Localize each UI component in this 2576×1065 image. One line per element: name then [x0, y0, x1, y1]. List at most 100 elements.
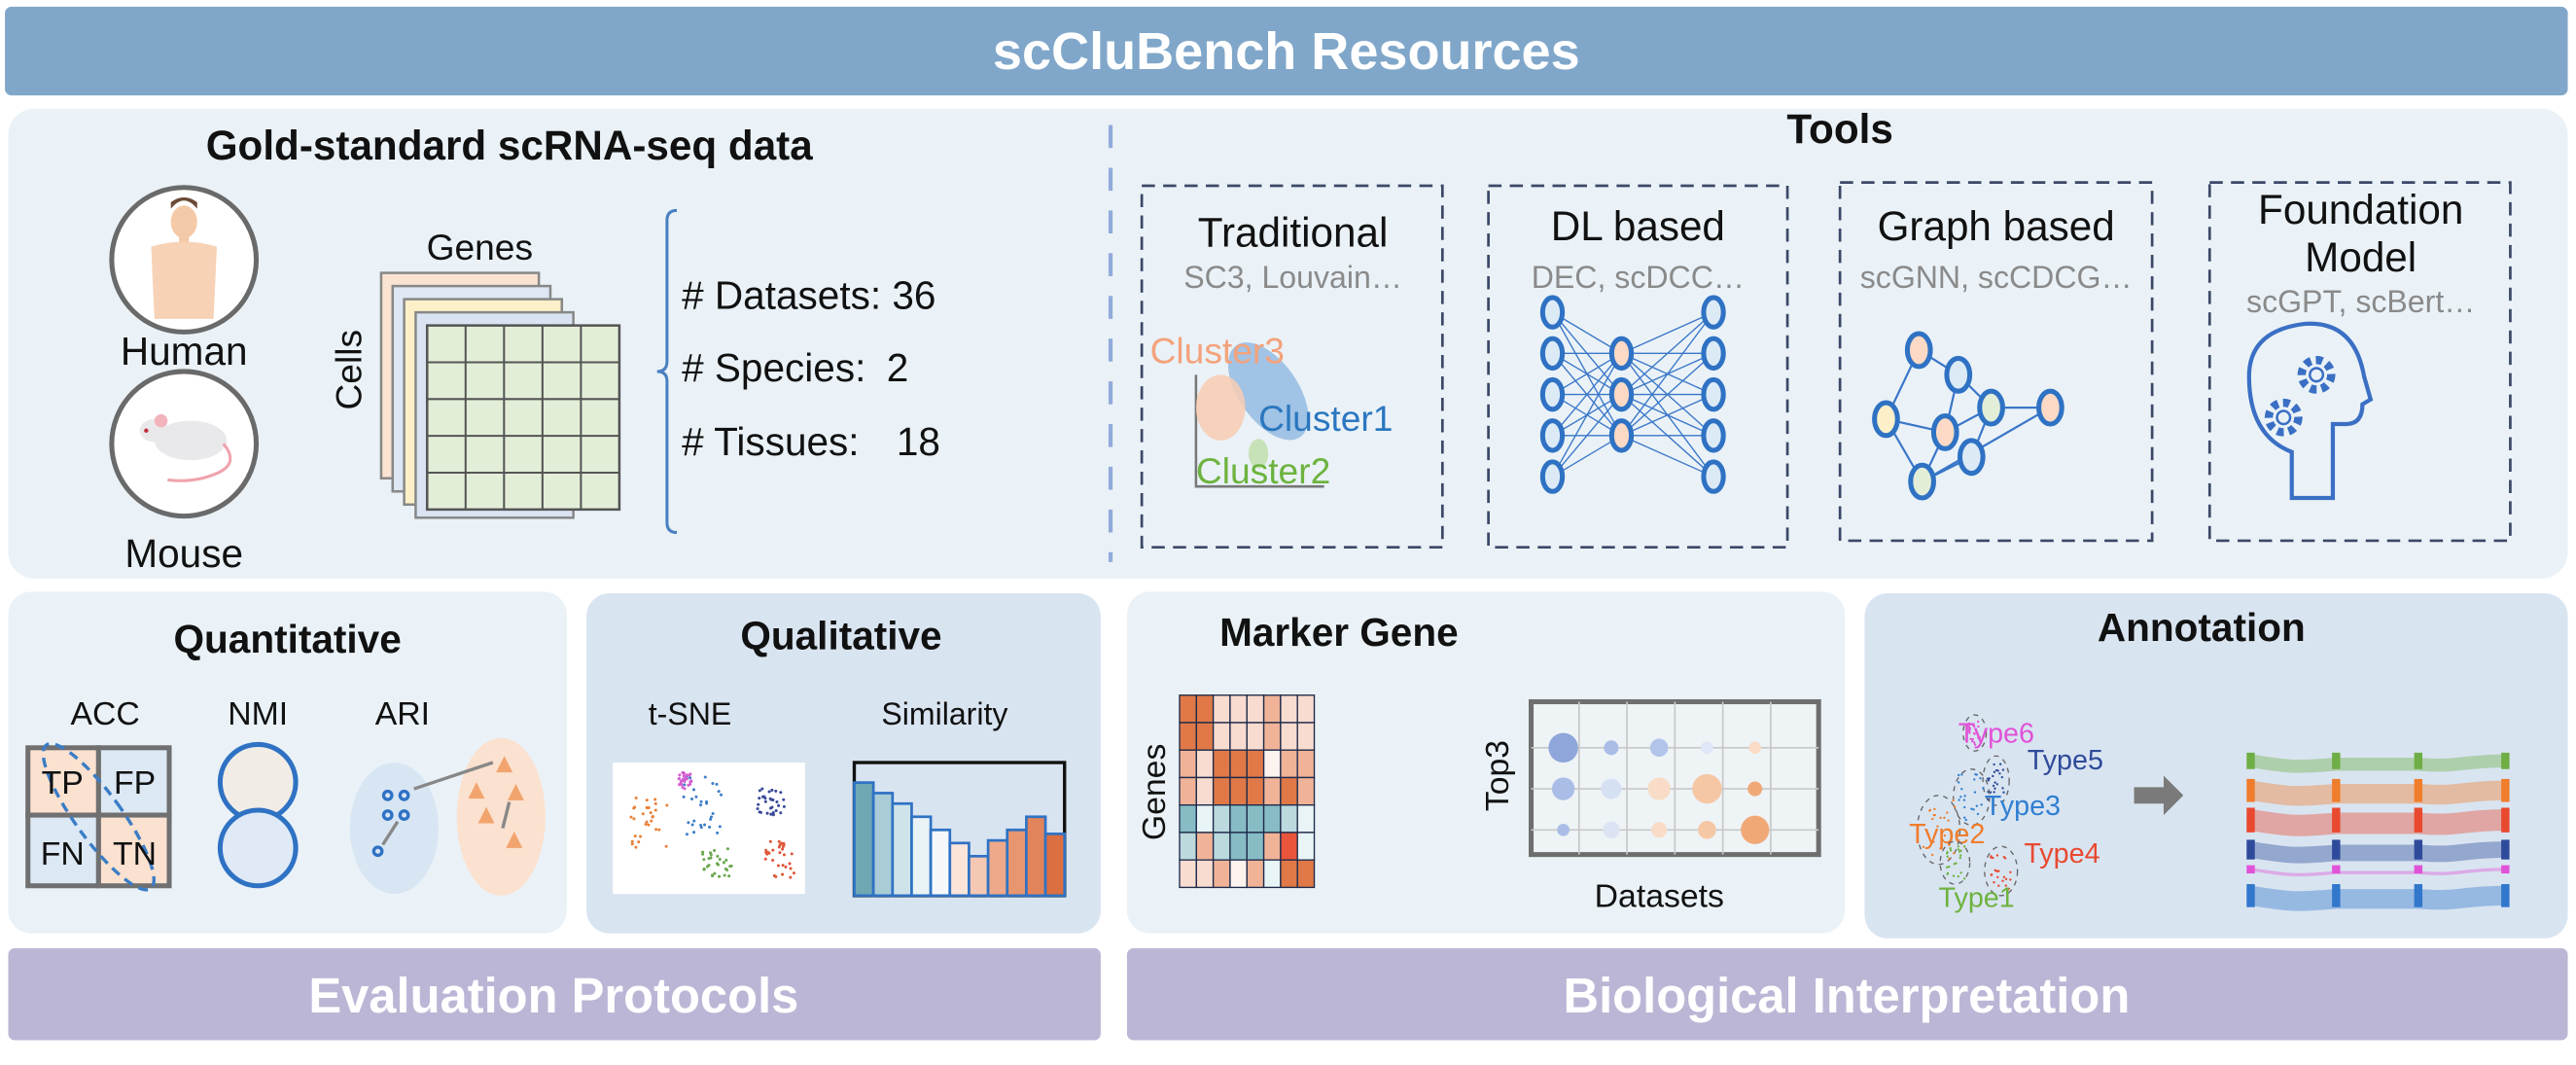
- head-gears-icon: [2246, 321, 2374, 501]
- annotation-panel: [1864, 593, 2568, 939]
- tsne-point: [760, 795, 765, 799]
- cluster-point: [1998, 763, 2002, 765]
- cluster-point: [1959, 854, 1962, 857]
- heatmap-cell: [1280, 749, 1298, 779]
- cluster-point: [1947, 819, 1950, 822]
- tsne-point: [718, 874, 722, 878]
- cluster-point: [1943, 834, 1946, 837]
- sankey-flow: [2248, 885, 2506, 911]
- genes-axis-label: Genes: [427, 227, 533, 267]
- sankey-node: [2246, 778, 2255, 802]
- tsne-point: [767, 851, 771, 855]
- human-icon: [109, 185, 260, 335]
- tsne-point: [718, 825, 722, 829]
- dataset-stats: # Datasets: 36 # Species: 2 # Tissues: 1…: [682, 273, 940, 464]
- cluster-point: [1964, 818, 1967, 822]
- tsne-point: [634, 796, 638, 800]
- similarity-bar: [986, 838, 1009, 898]
- cluster-point: [1988, 777, 1991, 780]
- tsne-point: [723, 873, 726, 877]
- heatmap-cell: [1296, 749, 1316, 779]
- ari-clusters-icon: [349, 737, 546, 896]
- cluster-point: [1992, 774, 1994, 778]
- tsne-point: [774, 808, 778, 812]
- tsne-point: [774, 789, 778, 793]
- cluster-point: [1960, 773, 1963, 776]
- nn-edge: [1552, 311, 1622, 354]
- tsne-point: [657, 828, 661, 832]
- cluster-point: [1977, 736, 1980, 740]
- tsne-point: [715, 862, 720, 866]
- cluster-point: [1946, 855, 1949, 858]
- tsne-point: [630, 839, 634, 843]
- cluster-point: [1971, 737, 1974, 741]
- heatmap-cell: [1179, 694, 1197, 724]
- cluster-point: [1972, 724, 1975, 728]
- tool-foundation-model: Foundation Model scGPT, scBert…: [2207, 181, 2512, 543]
- tool-foundation-name-1: Foundation: [2258, 187, 2463, 232]
- heatmap-cell: [1280, 776, 1298, 806]
- tsne-point: [759, 810, 762, 814]
- nn-edge: [1552, 435, 1622, 478]
- cluster-point: [1932, 813, 1935, 817]
- tsne-point: [694, 795, 698, 799]
- dotplot-dot: [1548, 732, 1578, 763]
- heatmap-cell: [1212, 694, 1231, 724]
- dotplot-dot: [1551, 777, 1575, 800]
- cluster-outline: [1916, 795, 1961, 866]
- tsne-point: [699, 803, 703, 807]
- sankey-node: [2414, 839, 2423, 860]
- tsne-point: [713, 848, 717, 853]
- cluster-scatter-icon: Cluster3 Cluster1 Cluster2: [1150, 330, 1394, 490]
- tsne-point: [777, 803, 781, 807]
- heatmap-cell: [1195, 804, 1215, 834]
- graph-network-icon: [1872, 331, 2064, 501]
- tsne-point: [771, 798, 775, 801]
- cluster-point: [1990, 873, 1993, 876]
- tsne-point: [683, 783, 687, 787]
- heatmap-cell: [1195, 776, 1215, 806]
- tsne-point: [630, 842, 634, 846]
- tsne-point: [720, 793, 723, 797]
- tsne-point: [688, 780, 692, 784]
- heatmap-cell: [1246, 694, 1265, 724]
- heatmap-cell: [1246, 859, 1265, 889]
- cluster-point: [1972, 808, 1975, 811]
- tsne-point: [758, 789, 761, 793]
- cluster-point: [1948, 865, 1951, 869]
- tsne-point: [781, 872, 785, 876]
- similarity-bar: [1025, 815, 1047, 898]
- tsne-point: [646, 806, 650, 810]
- nn-node: [1608, 418, 1635, 453]
- cluster-point: [1989, 791, 1993, 794]
- tsne-point: [792, 871, 796, 875]
- graph-node: [1872, 400, 1900, 439]
- tsne-point: [775, 800, 779, 804]
- heatmap-cell: [1212, 722, 1231, 751]
- cluster-point: [1994, 869, 1996, 872]
- heatmap-cell: [1280, 859, 1298, 889]
- cluster-point: [1958, 850, 1961, 853]
- tsne-point: [778, 851, 782, 855]
- dotplot-dot: [1649, 738, 1669, 758]
- cluster-point: [1980, 803, 1983, 806]
- cluster-point: [2004, 877, 2008, 881]
- sankey-node: [2246, 839, 2255, 860]
- cluster-point: [1997, 870, 2000, 872]
- tsne-point: [763, 797, 767, 800]
- cluster-point: [1994, 781, 1996, 784]
- cluster-point: [2002, 855, 2006, 859]
- sankey-node: [2501, 865, 2510, 874]
- tsne-point: [679, 779, 683, 783]
- cluster-point: [1932, 840, 1935, 843]
- tsne-point: [632, 817, 636, 821]
- tsne-point: [687, 821, 690, 825]
- heatmap-cell: [1246, 804, 1265, 834]
- tsne-point: [758, 797, 761, 800]
- tsne-point: [764, 848, 768, 852]
- cluster-point: [1979, 777, 1982, 780]
- tsne-point: [782, 853, 786, 857]
- dotplot-dot: [1741, 815, 1770, 844]
- tsne-point: [688, 772, 692, 776]
